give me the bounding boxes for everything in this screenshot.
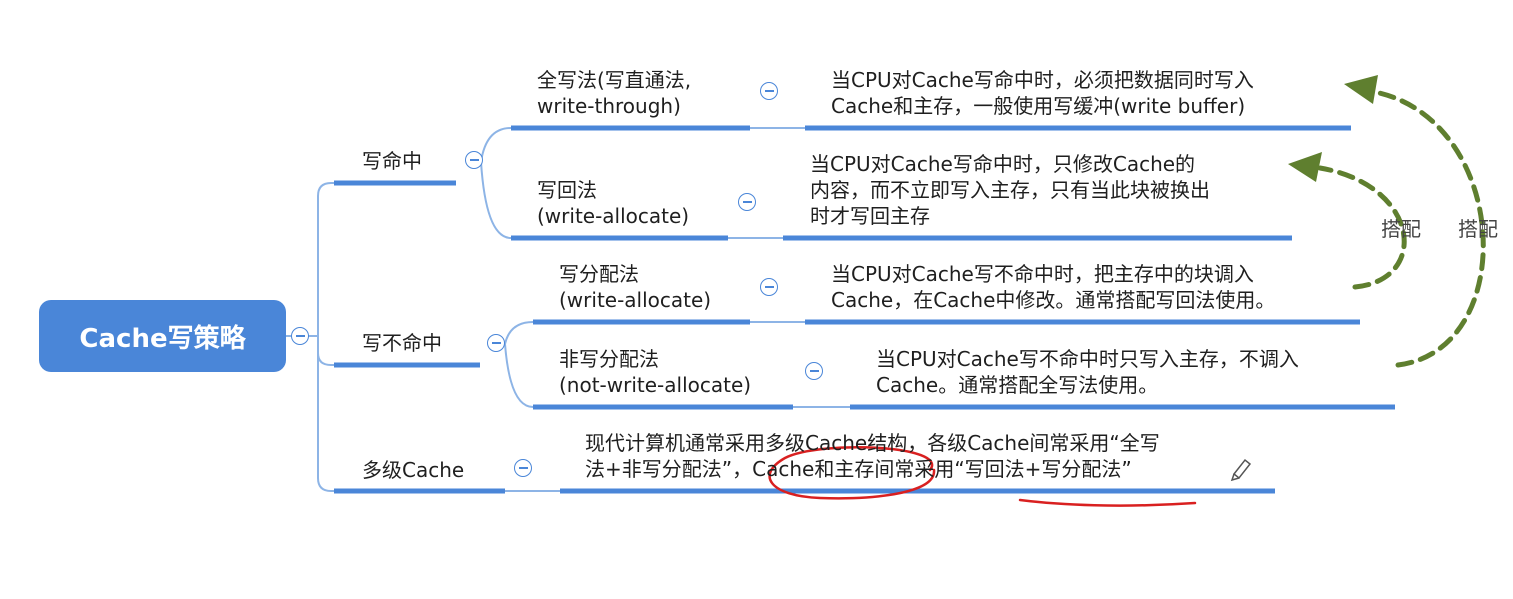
collapse-icon[interactable] bbox=[805, 362, 823, 380]
desc-line: Cache，在Cache中修改。通常搭配写回法使用。 bbox=[831, 288, 1276, 312]
annotation-underline bbox=[1018, 498, 1197, 507]
node-label: 多级Cache bbox=[362, 458, 465, 482]
root-node[interactable]: Cache写策略 bbox=[39, 300, 286, 372]
node-label-line: 全写法(写直通法, bbox=[537, 68, 692, 92]
desc-write-through: 当CPU对Cache写命中时，必须把数据同时写入 Cache和主存，一般使用写缓… bbox=[831, 67, 1254, 119]
relation-label: 搭配 bbox=[1381, 217, 1421, 241]
desc-line: 时才写回主存 bbox=[810, 204, 930, 228]
root-label: Cache写策略 bbox=[79, 323, 246, 354]
node-label-line: 非写分配法 bbox=[559, 347, 659, 371]
desc-line: 内容，而不立即写入主存，只有当此块被换出 bbox=[810, 178, 1210, 202]
connector-multilevel bbox=[317, 336, 334, 492]
collapse-icon[interactable] bbox=[738, 193, 756, 211]
node-label-line: 写分配法 bbox=[559, 262, 639, 286]
connector-write-hit bbox=[308, 182, 334, 337]
arrowhead-outer bbox=[1344, 75, 1378, 104]
node-label-line: write-through) bbox=[537, 94, 681, 118]
desc-no-write-allocate: 当CPU对Cache写不命中时只写入主存，不调入 Cache。通常搭配全写法使用… bbox=[876, 346, 1299, 398]
desc-write-allocate: 当CPU对Cache写不命中时，把主存中的块调入 Cache，在Cache中修改… bbox=[831, 261, 1275, 313]
node-label-line: (not-write-allocate) bbox=[559, 373, 752, 397]
node-write-through[interactable]: 全写法(写直通法, write-through) bbox=[537, 67, 691, 119]
connector-write-miss bbox=[317, 336, 334, 366]
desc-line: 当CPU对Cache写不命中时，把主存中的块调入 bbox=[831, 262, 1254, 286]
connector-write-back bbox=[480, 161, 512, 239]
desc-line: 当CPU对Cache写命中时，只修改Cache的 bbox=[810, 152, 1196, 176]
node-label: 写不命中 bbox=[362, 331, 442, 355]
desc-line: Cache和主存，一般使用写缓冲(write buffer) bbox=[831, 94, 1246, 118]
connector-write-through bbox=[480, 127, 512, 163]
node-label-line: (write-allocate) bbox=[559, 288, 712, 312]
connector-write-allocate bbox=[504, 321, 534, 345]
node-write-miss[interactable]: 写不命中 bbox=[362, 330, 442, 356]
node-multilevel-cache[interactable]: 多级Cache bbox=[362, 457, 464, 483]
desc-line: 现代计算机通常采用多级Cache结构，各级Cache间常采用“全写 bbox=[585, 431, 1160, 455]
dashed-arrow-outer bbox=[1372, 89, 1486, 368]
collapse-icon[interactable] bbox=[514, 459, 532, 477]
node-write-allocate[interactable]: 写分配法 (write-allocate) bbox=[559, 261, 711, 313]
desc-line: 法+非写分配法”，Cache和主存间常采用“写回法+写分配法” bbox=[585, 457, 1132, 481]
arrowhead-inner bbox=[1288, 152, 1322, 182]
desc-multilevel-cache: 现代计算机通常采用多级Cache结构，各级Cache间常采用“全写 法+非写分配… bbox=[585, 430, 1160, 482]
collapse-icon[interactable] bbox=[465, 151, 483, 169]
dashed-arrow-inner bbox=[1317, 165, 1407, 290]
desc-write-back: 当CPU对Cache写命中时，只修改Cache的 内容，而不立即写入主存，只有当… bbox=[810, 151, 1210, 229]
node-write-hit[interactable]: 写命中 bbox=[362, 148, 422, 174]
node-no-write-allocate[interactable]: 非写分配法 (not-write-allocate) bbox=[559, 346, 751, 398]
node-label-line: (write-allocate) bbox=[537, 204, 690, 228]
desc-line: 当CPU对Cache写不命中时只写入主存，不调入 bbox=[876, 347, 1299, 371]
connector-no-write-allocate bbox=[504, 343, 534, 408]
node-label-line: 写回法 bbox=[537, 178, 597, 202]
node-label: 写命中 bbox=[362, 149, 422, 173]
collapse-icon[interactable] bbox=[487, 334, 505, 352]
desc-line: Cache。通常搭配全写法使用。 bbox=[876, 373, 1159, 397]
collapse-icon[interactable] bbox=[760, 82, 778, 100]
desc-line: 当CPU对Cache写命中时，必须把数据同时写入 bbox=[831, 68, 1254, 92]
annotation-circle bbox=[768, 445, 936, 500]
collapse-icon[interactable] bbox=[760, 278, 778, 296]
collapse-icon[interactable] bbox=[291, 327, 309, 345]
leaf-connectors bbox=[505, 127, 850, 492]
pencil-icon bbox=[1230, 458, 1252, 482]
relation-label: 搭配 bbox=[1458, 217, 1498, 241]
node-write-back[interactable]: 写回法 (write-allocate) bbox=[537, 177, 689, 229]
